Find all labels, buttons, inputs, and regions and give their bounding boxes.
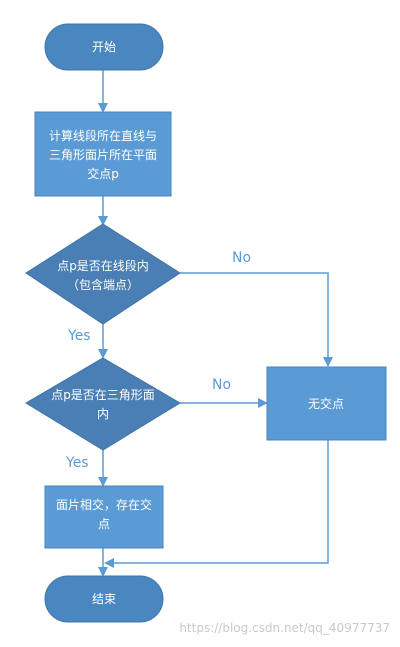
label-triangle-no: No bbox=[212, 377, 231, 393]
check-triangle-label-line-2: 内 bbox=[97, 407, 109, 421]
check-segment-decision bbox=[25, 223, 181, 325]
label-segment-yes: Yes bbox=[67, 328, 91, 344]
check-triangle-label-line-1: 点p是否在三角形面 bbox=[51, 388, 155, 402]
compute-intersection-box bbox=[34, 111, 172, 197]
intersect-label-line-1: 面片相交，存在交 bbox=[56, 497, 152, 512]
start-label: 开始 bbox=[92, 40, 116, 54]
watermark: https://blog.csdn.net/qq_40977737 bbox=[179, 621, 390, 635]
compute-label-line-1: 计算线段所在直线与 bbox=[49, 128, 157, 143]
compute-label-line-3: 交点p bbox=[87, 166, 119, 181]
label-segment-no: No bbox=[232, 250, 251, 266]
edge-no-intersection-to-end bbox=[104, 440, 329, 568]
check-segment-label-line-2: （包含端点） bbox=[67, 277, 139, 292]
check-triangle-decision bbox=[25, 357, 181, 451]
end-label: 结束 bbox=[92, 592, 116, 606]
intersect-box bbox=[44, 485, 164, 549]
start-terminal bbox=[44, 23, 164, 71]
no-intersection-box bbox=[266, 366, 387, 441]
end-terminal bbox=[44, 575, 164, 623]
label-triangle-yes: Yes bbox=[65, 455, 89, 471]
no-intersection-label: 无交点 bbox=[308, 396, 344, 411]
intersect-label-line-2: 点 bbox=[98, 517, 110, 531]
edge-segment-no bbox=[180, 272, 333, 367]
check-segment-label-line-1: 点p是否在线段内 bbox=[57, 258, 149, 273]
compute-label-line-2: 三角形面片所在平面 bbox=[49, 148, 157, 162]
